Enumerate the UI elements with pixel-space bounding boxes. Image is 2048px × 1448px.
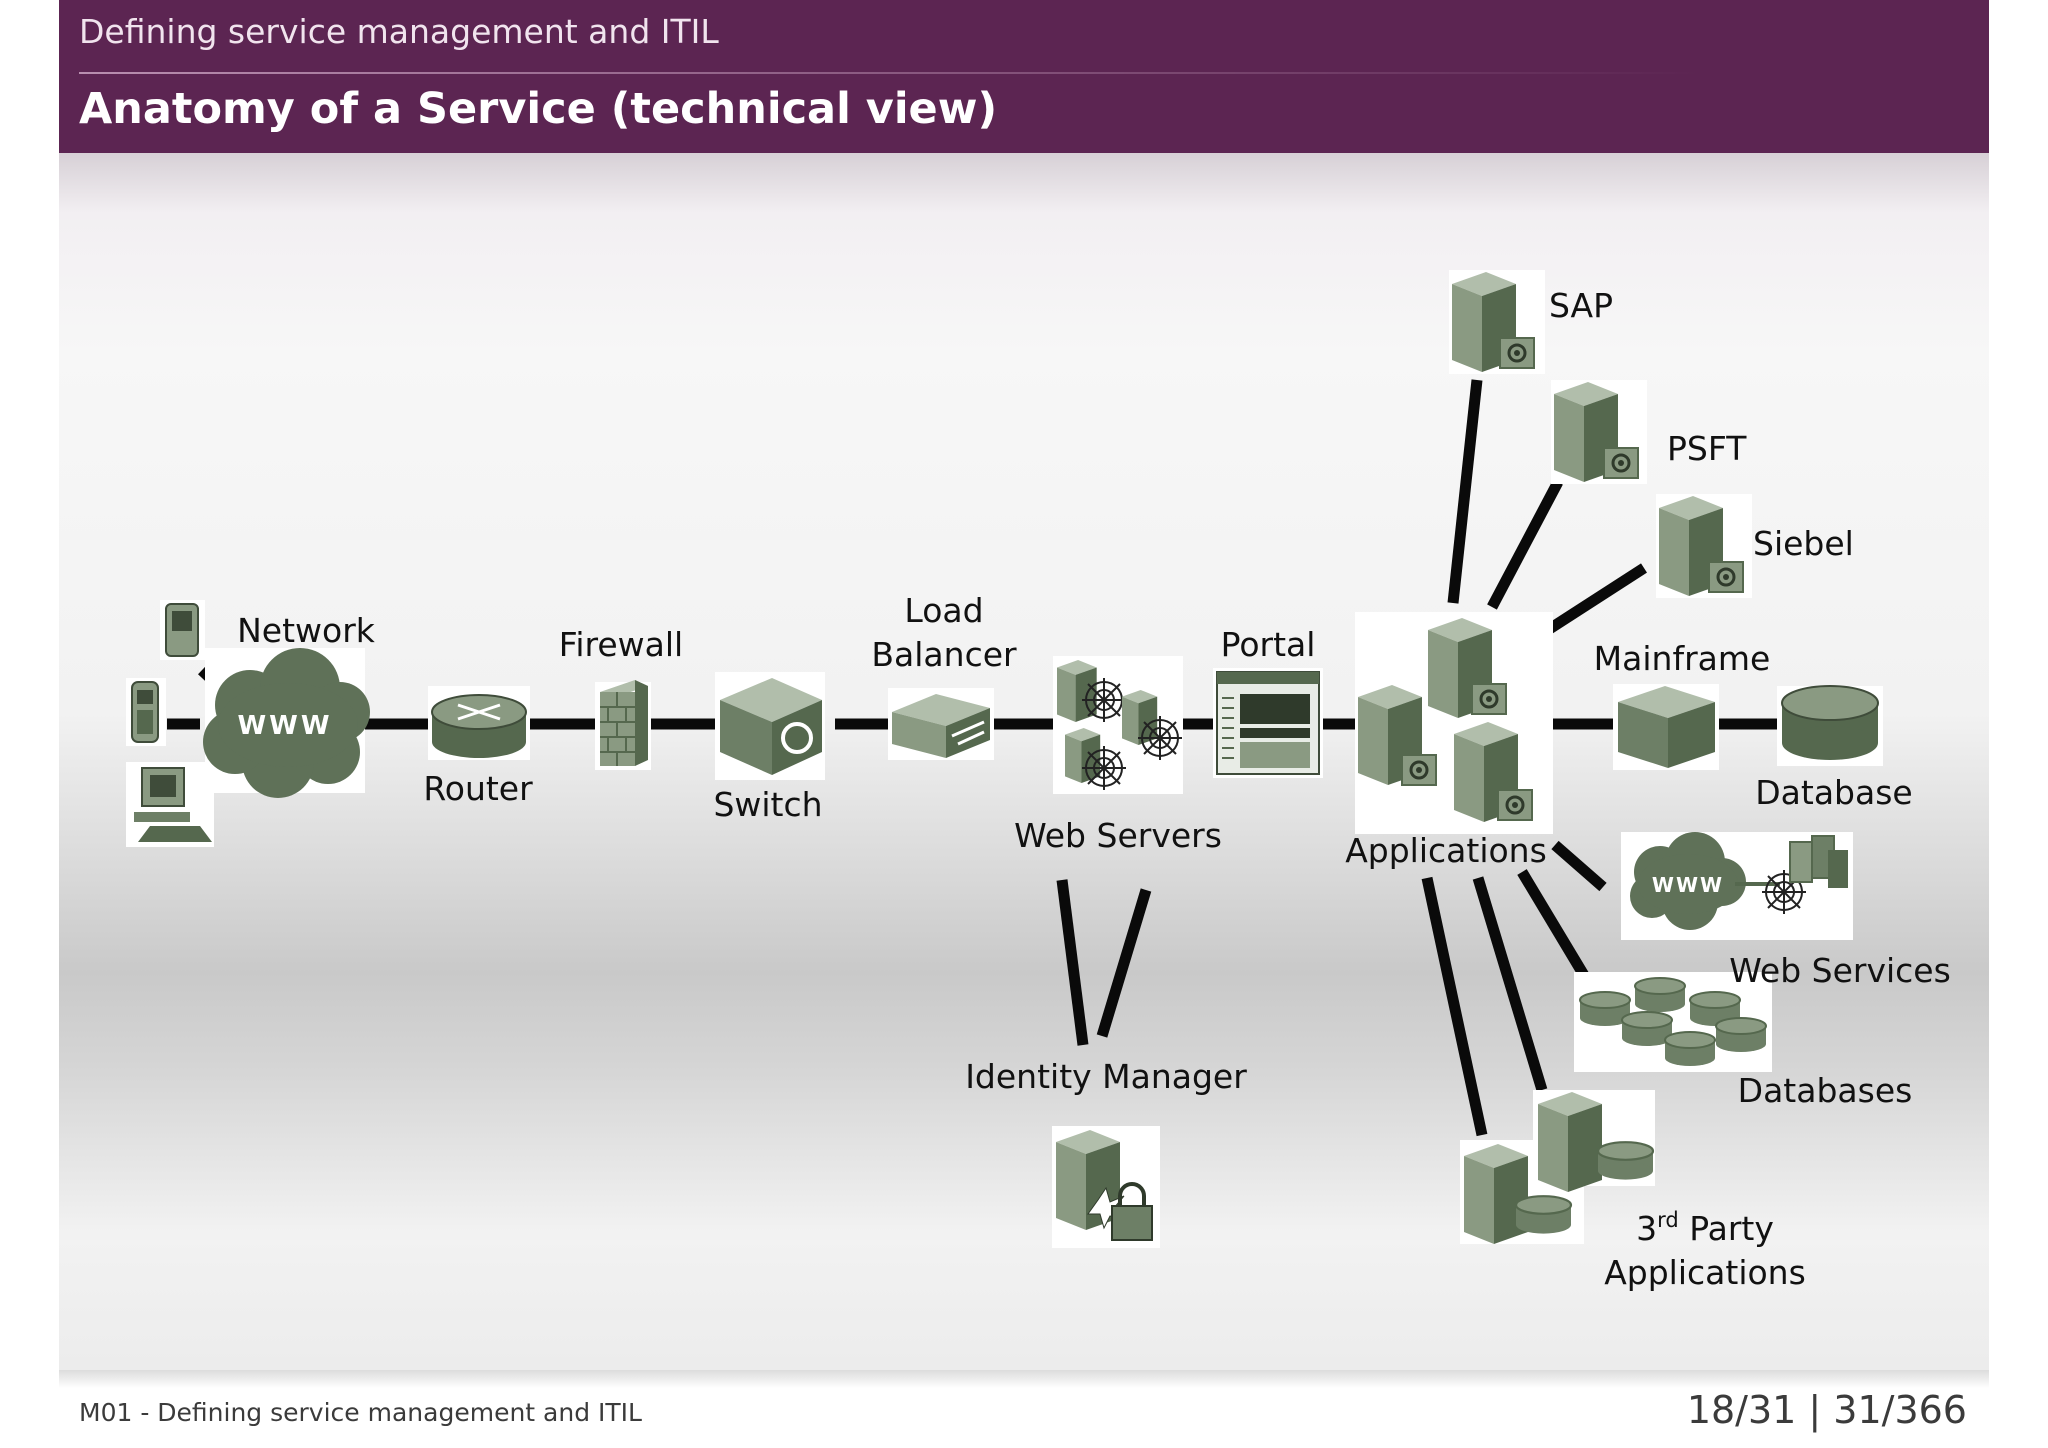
third-party-superscript: rd — [1657, 1208, 1679, 1232]
network-group: WWW — [126, 600, 370, 847]
switch-label: Switch — [713, 785, 822, 824]
portal-icon — [1213, 668, 1323, 778]
desktop-computer-icon — [126, 762, 214, 847]
connector-lines — [167, 379, 1782, 1137]
mainframe-label: Mainframe — [1594, 639, 1771, 678]
siebel-label: Siebel — [1753, 524, 1854, 563]
web-services-www-label: WWW — [1652, 873, 1724, 897]
page-counter: 18/31 | 31/366 — [1686, 1388, 1967, 1432]
slide-footer: M01 - Defining service management and IT… — [59, 1370, 1989, 1448]
third-party-applications-icon — [1460, 1090, 1655, 1244]
applications-icon — [1355, 612, 1553, 834]
third-party-word: Party — [1679, 1209, 1774, 1248]
pda-icon — [160, 600, 205, 660]
router-label: Router — [423, 769, 533, 808]
router-icon — [428, 686, 530, 760]
web-servers-icon — [1053, 656, 1183, 794]
databases-label: Databases — [1738, 1071, 1913, 1110]
slide-subject: Defining service management and ITIL — [79, 12, 719, 51]
load-balancer-icon — [888, 688, 994, 760]
footer-module: M01 - Defining service management and IT… — [79, 1398, 642, 1427]
identity-manager-label: Identity Manager — [965, 1057, 1247, 1096]
third-party-label-line1: 3rd Party — [1636, 1208, 1774, 1248]
node-labels: Network Router Firewall Switch Load Bala… — [237, 286, 1951, 1292]
web-services-label: Web Services — [1729, 951, 1951, 990]
mainframe-icon — [1613, 684, 1719, 770]
firewall-icon — [595, 680, 651, 770]
database-icon — [1777, 685, 1883, 766]
slide-header: Defining service management and ITIL Ana… — [59, 0, 1989, 153]
load-balancer-label-line2: Balancer — [871, 635, 1017, 674]
network-label: Network — [237, 611, 376, 650]
psft-server-icon — [1551, 380, 1647, 484]
slide-title: Anatomy of a Service (technical view) — [79, 84, 998, 134]
switch-icon — [715, 672, 825, 780]
web-servers-label: Web Servers — [1014, 816, 1222, 855]
third-party-number: 3 — [1636, 1209, 1657, 1248]
mobile-phone-icon — [126, 678, 166, 746]
third-party-label-line2: Applications — [1604, 1253, 1806, 1292]
siebel-server-icon — [1656, 494, 1752, 598]
psft-label: PSFT — [1667, 429, 1747, 468]
identity-manager-icon — [1052, 1126, 1160, 1248]
databases-icon — [1574, 972, 1772, 1072]
header-divider — [79, 72, 1699, 74]
applications-label: Applications — [1345, 831, 1547, 870]
load-balancer-label-line1: Load — [904, 591, 983, 630]
portal-label: Portal — [1221, 625, 1316, 664]
web-services-icon: WWW — [1621, 832, 1853, 940]
database-label: Database — [1755, 773, 1912, 812]
sap-server-icon — [1449, 270, 1545, 374]
sap-label: SAP — [1549, 286, 1613, 325]
firewall-label: Firewall — [559, 625, 683, 664]
cloud-www-label: WWW — [237, 711, 332, 741]
internet-cloud-icon: WWW — [203, 648, 370, 798]
